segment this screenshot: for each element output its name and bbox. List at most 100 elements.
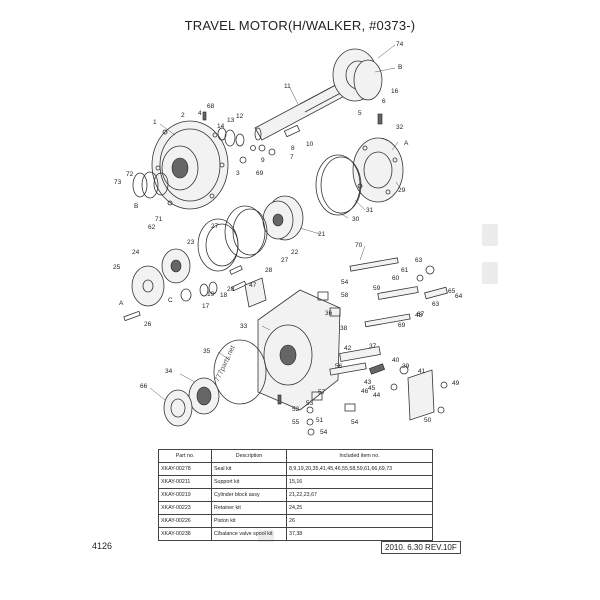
cell-description: Seal kit [211,462,287,476]
cell-included-items: 37,38 [286,527,433,541]
callout: 45 [368,385,376,392]
callout: 34 [165,368,173,375]
callout: A [404,140,409,147]
callout: 17 [202,303,210,310]
callout: 54 [341,279,349,286]
callout: C [168,297,173,304]
revision-label: 2010. 6.30 REV.10F [381,541,461,554]
fittings-group [277,291,356,436]
callout: 33 [240,323,248,330]
bearing-part [163,377,220,427]
callout: 67 [417,311,425,318]
table-row: XKAY-00223 Retainer kit 24,25 [158,501,433,515]
callout: 27 [211,223,219,230]
cell-part-no: XKAY-00223 [158,501,212,515]
callout: 57 [318,389,326,396]
large-o-ring-part [213,339,267,405]
callout: 69 [256,170,264,177]
callout: 58 [341,292,349,299]
cell-included-items: 15,16 [286,475,433,489]
table-row: XKAY-00211 Support kit 15,16 [158,475,433,489]
callout: 43 [364,379,372,386]
callout: 44 [373,392,381,399]
callout: 6 [382,98,386,105]
callout: 19 [207,291,215,298]
callout: 62 [148,224,156,231]
cell-included-items: 21,22,23,67 [286,488,433,502]
header-description: Description [211,449,287,463]
callout: 47 [249,282,257,289]
header-included-items: Included item no. [286,449,433,463]
callout: 13 [227,117,235,124]
friction-plate-part [197,205,268,272]
callout: 31 [366,207,374,214]
callout: 16 [391,88,399,95]
page-title: TRAVEL MOTOR(H/WALKER, #0373-) [184,18,416,33]
kit-parts-table: Part no. Description Included item no. X… [158,449,433,541]
callout: 5 [358,110,362,117]
valve-block-part [244,277,341,411]
callout: 46 [361,388,369,395]
callout: 7 [290,154,294,161]
callout: 4 [198,110,202,117]
callout: 22 [291,249,299,256]
callout: 3 [236,170,240,177]
callout: 74 [396,41,404,48]
callout: 8 [291,145,295,152]
callout: 28 [265,267,273,274]
table-row: XKAY-00278 Seal kit 8,9,19,20,35,41,45,4… [158,462,433,476]
callout: 38 [340,325,348,332]
cell-part-no: XKAY-00278 [158,462,212,476]
callout: 48 [415,312,423,319]
callout: 27 [281,257,289,264]
callout: 72 [126,171,134,178]
callout: 11 [284,83,291,90]
callout: 21 [318,231,326,238]
header-part-no: Part no. [158,449,212,463]
spool-parts [329,257,448,391]
callout: 59 [373,285,381,292]
callout: 36 [325,310,333,317]
callout: 30 [352,216,360,223]
callout: 55 [292,419,300,426]
cell-part-no: XKAY-00219 [158,488,212,502]
callout-labels: 1 2 3 4 5 6 7 8 9 10 11 12 13 14 16 17 1… [113,41,463,436]
callout: 1 [153,119,157,126]
cell-part-no: XKAY-00226 [158,514,212,528]
callout: 60 [392,275,400,282]
small-parts-group [202,111,383,164]
cell-included-items: 24,25 [286,501,433,515]
callout: 14 [217,123,225,130]
end-cover-part [332,48,383,102]
callout: 39 [402,363,410,370]
callout: 63 [415,257,423,264]
callout: 65 [448,288,456,295]
callout: 52 [292,406,300,413]
blurred-mark [482,224,498,246]
callout: 64 [455,293,463,300]
piston-part [123,310,141,322]
cell-description: Support kit [211,475,287,489]
o-ring-part [315,154,362,216]
pins-group [180,265,247,302]
callout: 56 [335,363,343,370]
callout: 35 [203,348,211,355]
motor-housing-part [151,120,229,210]
callout: 49 [452,380,460,387]
callout: 18 [220,292,228,299]
callout: B [134,203,138,210]
callout: 66 [140,383,148,390]
cell-part-no: XKAY-00238 [158,527,212,541]
callout: B [398,64,402,71]
callout: 2 [181,112,185,119]
cover-bracket-part [407,369,448,421]
leader-lines [149,44,401,401]
callout: 20 [227,286,235,293]
callout: 29 [398,187,406,194]
retainer-part [131,248,191,307]
table-row: XKAY-00238 C/balance valve spool kit 37,… [158,527,433,541]
callout: 53 [306,400,314,407]
callout: A [119,300,124,307]
callout: 54 [320,429,328,436]
callout: 42 [344,345,352,352]
